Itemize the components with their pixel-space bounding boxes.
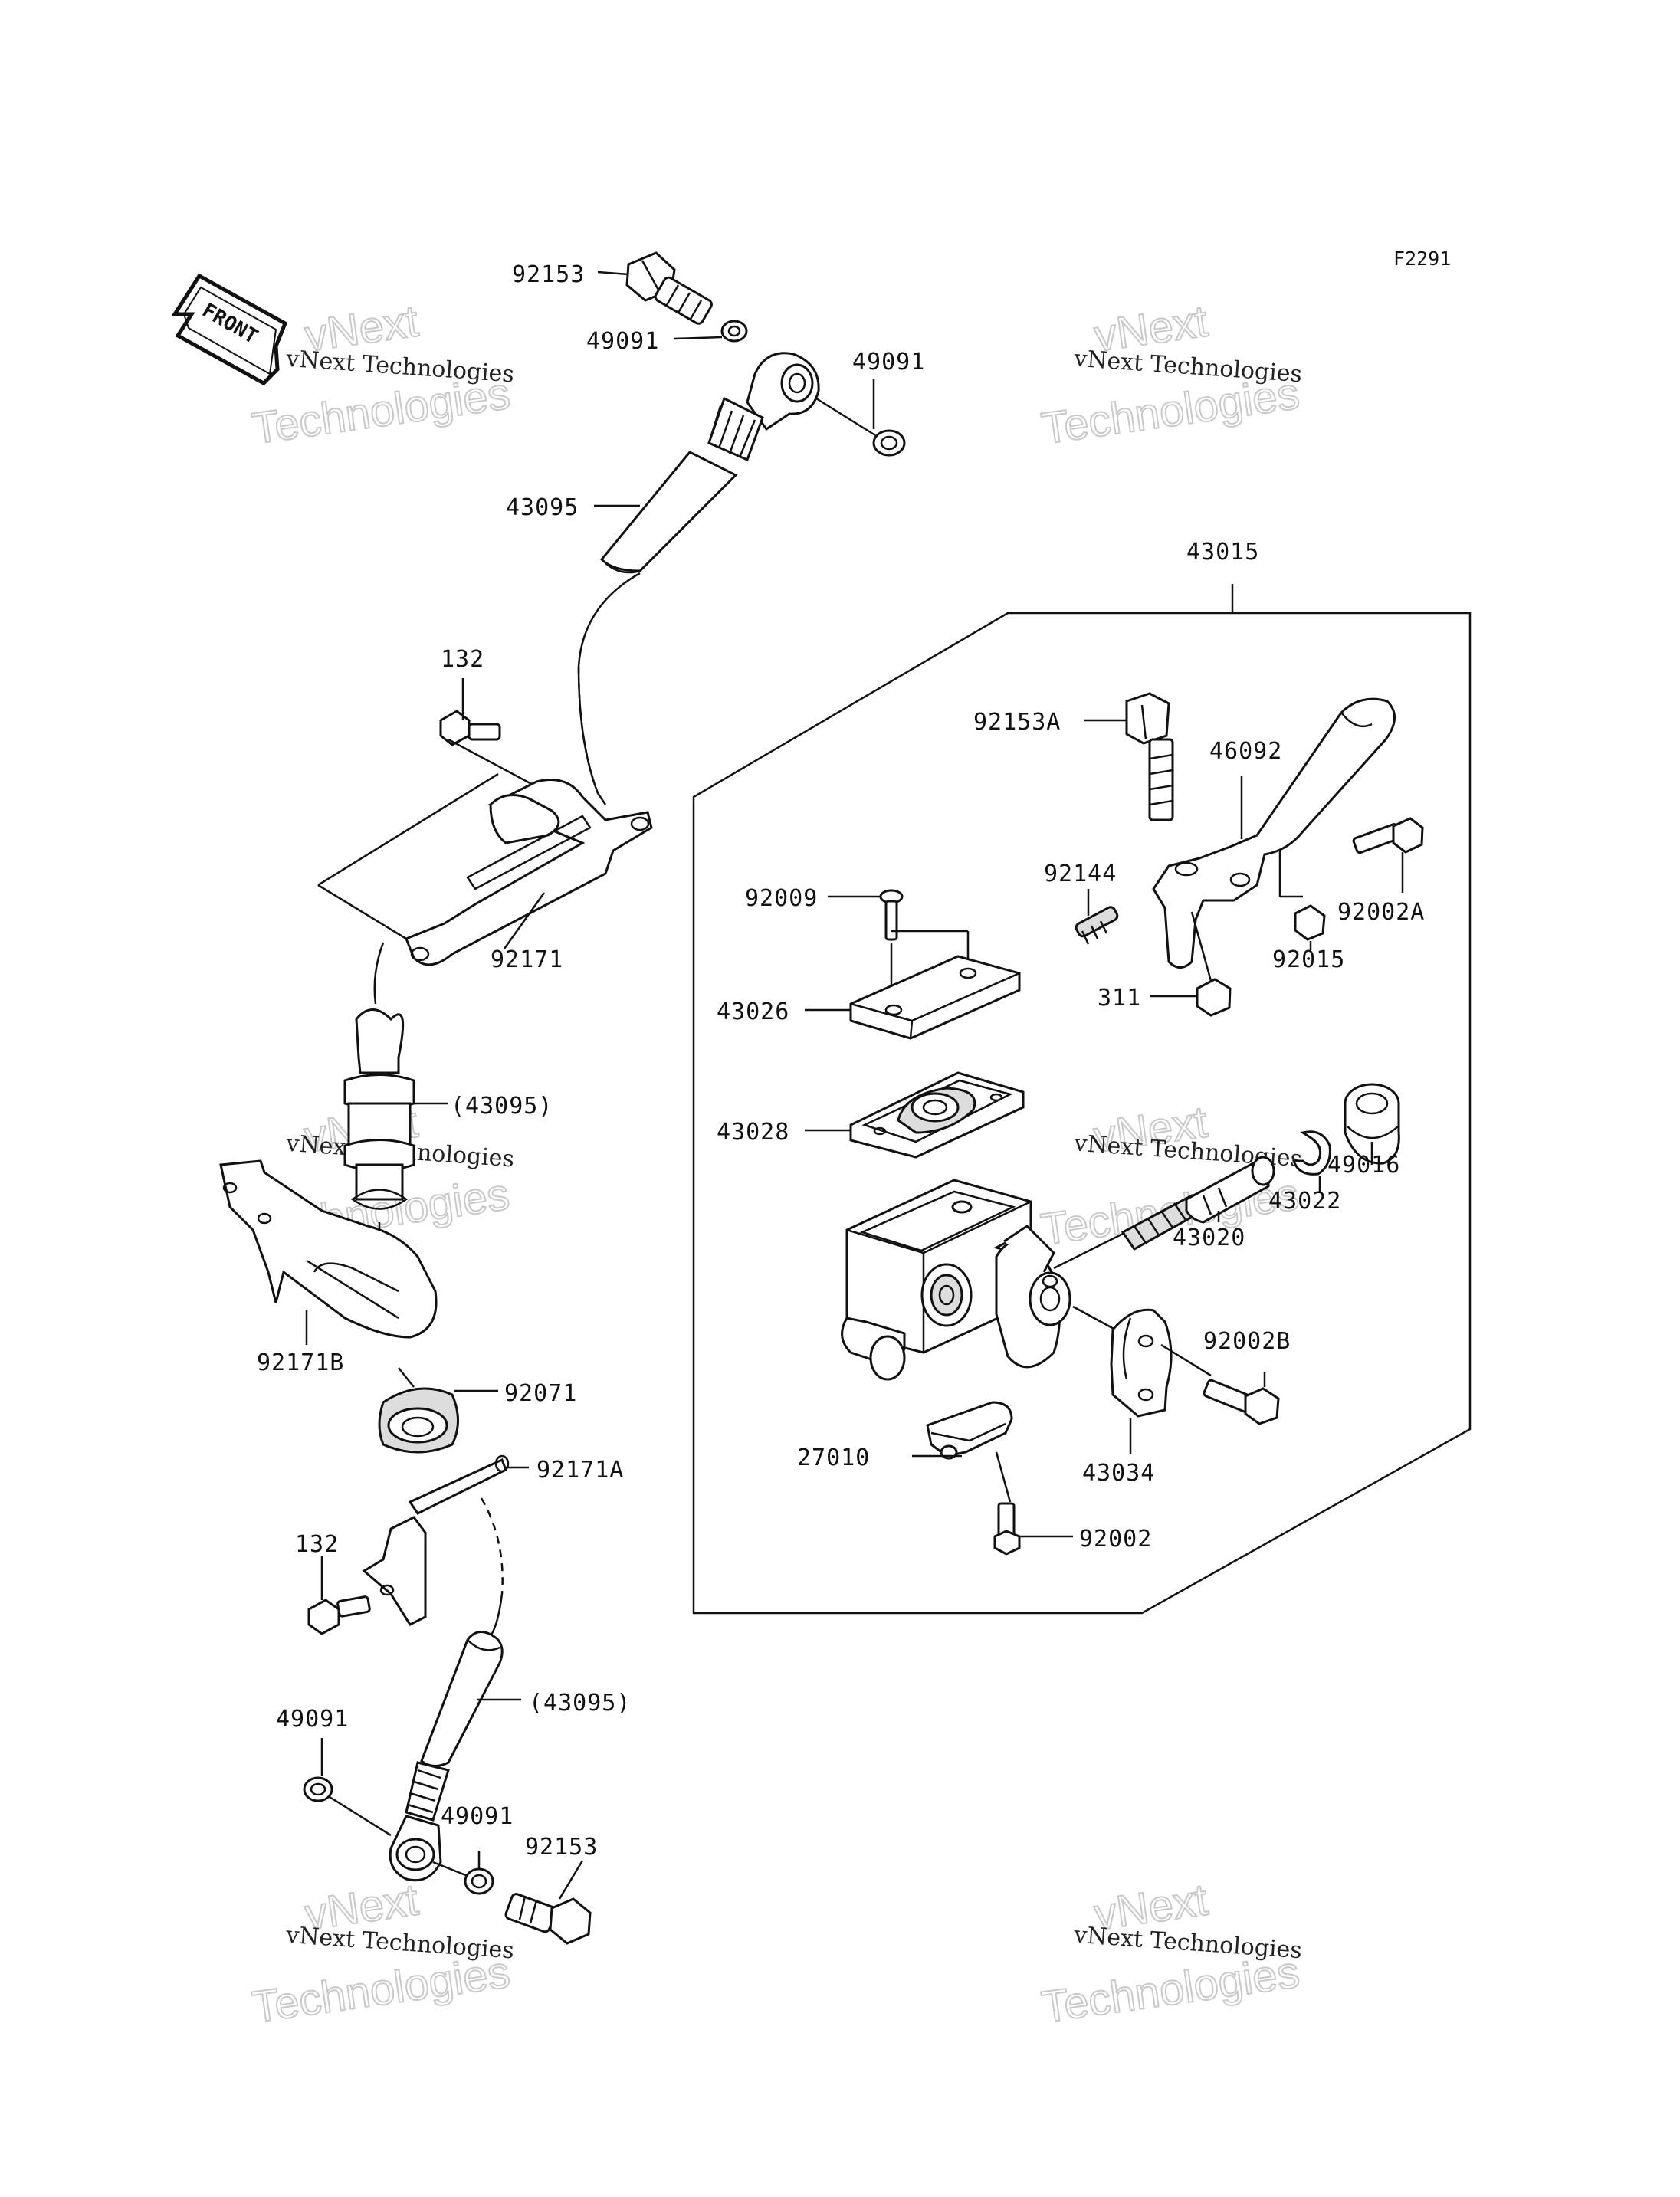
callout-43028: 43028 — [717, 1119, 789, 1146]
brake-hose-top — [599, 396, 764, 574]
callout-43026: 43026 — [717, 998, 789, 1025]
washer-top-2 — [872, 429, 906, 457]
callout-92071: 92071 — [504, 1380, 577, 1407]
callout-92171a: 92171A — [536, 1457, 624, 1484]
hose-bracket-92171b — [219, 1159, 438, 1339]
callout-27010: 27010 — [797, 1444, 870, 1471]
callout-49091-top-right: 49091 — [852, 349, 925, 375]
brake-hose-middle — [343, 1008, 415, 1210]
circlip-43022 — [1291, 1130, 1331, 1176]
washer-bottom-1 — [303, 1776, 333, 1802]
callout-92153a: 92153A — [973, 709, 1061, 736]
callout-49091-bottom-left: 49091 — [276, 1706, 349, 1733]
callout-43095-middle: (43095) — [451, 1093, 553, 1120]
reservoir-cap-43026 — [849, 955, 1021, 1040]
hose-bracket-92171 — [317, 738, 653, 966]
master-cylinder-body — [841, 1179, 1071, 1381]
leader-lines — [305, 271, 1404, 1900]
nut-92015 — [1294, 904, 1326, 941]
diaphragm-43028 — [849, 1071, 1025, 1159]
diagram-code: F2291 — [1393, 248, 1451, 270]
lever-pivot-bolt — [1125, 692, 1174, 821]
clamp-43034 — [1110, 1308, 1173, 1418]
banjo-fitting-bottom — [389, 1815, 442, 1882]
adjuster-spring-92144 — [1075, 906, 1119, 945]
callout-49016: 49016 — [1327, 1152, 1400, 1179]
clip-92171a — [362, 1454, 510, 1626]
watermark-text-top-right: vNext Technologies — [1072, 346, 1303, 389]
callout-92171: 92171 — [491, 946, 563, 973]
banjo-fitting-top — [746, 352, 820, 431]
front-arrow-icon: FRONT — [171, 273, 288, 386]
callout-43020: 43020 — [1173, 1225, 1245, 1251]
watermark-text-bottom-left: vNext Technologies — [284, 1922, 515, 1965]
brake-switch-27010 — [926, 1401, 1013, 1460]
brake-hose-bottom — [405, 1631, 504, 1822]
callout-92153-top: 92153 — [512, 261, 585, 288]
callout-92171b: 92171B — [257, 1349, 344, 1376]
callout-92015: 92015 — [1272, 946, 1345, 973]
washer-bottom-2 — [464, 1867, 494, 1895]
callout-132-top: 132 — [441, 646, 484, 673]
callout-46092: 46092 — [1209, 738, 1282, 765]
grommet-92071 — [378, 1387, 459, 1454]
callout-92002: 92002 — [1079, 1526, 1152, 1553]
callout-49091-top-left: 49091 — [586, 328, 659, 355]
banjo-bolt-bottom — [504, 1893, 592, 1945]
piston-43020 — [1121, 1156, 1275, 1251]
callout-43015: 43015 — [1186, 539, 1259, 566]
callout-labels: 92153 49091 49091 43095 132 92171 (43095… — [257, 261, 1425, 1861]
screw-92009 — [879, 889, 904, 941]
watermark-text-bottom-right: vNext Technologies — [1072, 1922, 1303, 1965]
callout-43034: 43034 — [1082, 1460, 1155, 1487]
bolt-92002b — [1203, 1379, 1280, 1425]
callout-132-bottom: 132 — [295, 1531, 339, 1558]
callout-43095-bottom: (43095) — [529, 1690, 631, 1717]
callout-43095-top: 43095 — [506, 494, 579, 521]
master-cylinder-assembly-frame — [692, 612, 1472, 1615]
callout-92144: 92144 — [1044, 861, 1117, 887]
callout-311: 311 — [1098, 985, 1141, 1012]
brake-lever-46092 — [1152, 697, 1396, 969]
dust-boot-49016 — [1344, 1083, 1400, 1165]
callout-92153-bottom: 92153 — [525, 1834, 598, 1861]
callout-92002b: 92002B — [1203, 1328, 1291, 1355]
callout-43022: 43022 — [1268, 1188, 1341, 1215]
callout-49091-bottom-right: 49091 — [441, 1803, 514, 1830]
callout-92009: 92009 — [745, 885, 818, 912]
callout-92002a: 92002A — [1337, 899, 1425, 926]
screw-92002 — [993, 1502, 1021, 1556]
bolt-132-bottom — [307, 1595, 371, 1635]
bolt-92002a — [1352, 817, 1424, 854]
banjo-bolt-top — [625, 251, 713, 325]
watermark-text-top-left: vNext Technologies — [284, 346, 515, 389]
washer-top-1 — [720, 320, 748, 343]
nut-311 — [1196, 978, 1232, 1017]
